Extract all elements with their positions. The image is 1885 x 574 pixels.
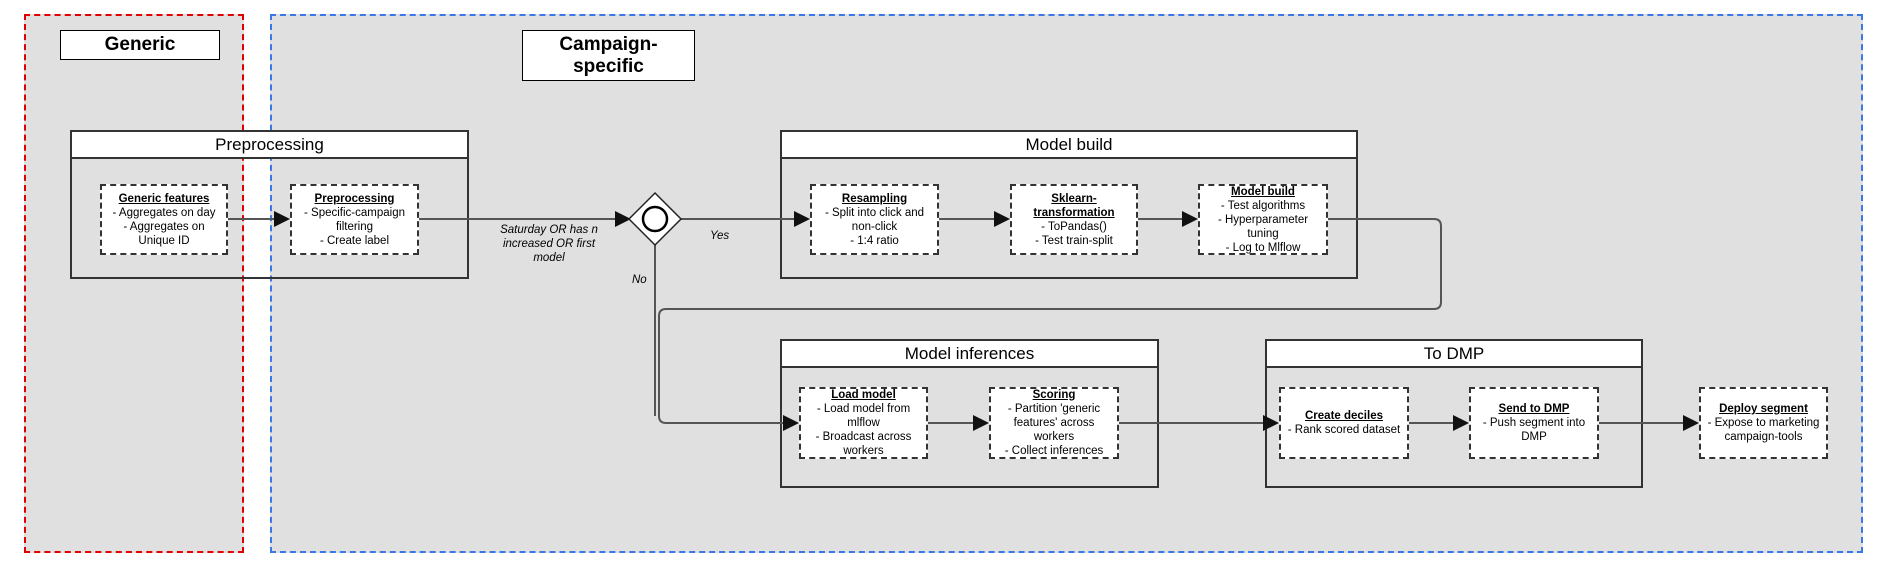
generic-zone-label: Generic bbox=[60, 30, 220, 60]
task-title: Generic features bbox=[118, 192, 210, 205]
container-title: Model inferences bbox=[782, 341, 1157, 368]
gateway-condition-label: Saturday OR has n increased OR first mod… bbox=[500, 224, 598, 264]
task-line: - 1:4 ratio bbox=[850, 234, 899, 247]
task-title: Resampling bbox=[841, 192, 908, 205]
container-title: Model build bbox=[782, 132, 1356, 159]
task-line: - Create label bbox=[319, 234, 390, 247]
yes-label: Yes bbox=[710, 230, 730, 242]
task-create-deciles[interactable]: Create deciles - Rank scored dataset bbox=[1279, 387, 1409, 459]
task-line: - Log to Mlflow bbox=[1225, 241, 1301, 254]
task-title: Model build bbox=[1231, 185, 1295, 198]
campaign-zone-label: Campaign-specific bbox=[522, 30, 695, 81]
task-title: Load model bbox=[831, 389, 896, 401]
edge-modelbuild-to-loadmodel bbox=[658, 218, 1442, 431]
task-line: - Test algorithms bbox=[1220, 199, 1306, 212]
task-send-to-dmp[interactable]: Send to DMP - Push segment into DMP bbox=[1469, 387, 1599, 459]
model-inferences-container: Model inferences bbox=[780, 339, 1159, 488]
task-title: Scoring bbox=[1032, 389, 1076, 401]
task-line: - Test train-split bbox=[1035, 234, 1113, 247]
task-line: - Load model from mlflow bbox=[816, 403, 911, 429]
task-title: Preprocessing bbox=[314, 192, 395, 205]
task-line: - Aggregates on day bbox=[112, 206, 216, 219]
no-label: No bbox=[632, 274, 647, 286]
task-model-build[interactable]: Model build- Test algorithms- Hyperparam… bbox=[1198, 184, 1328, 255]
task-resampling[interactable]: Resampling- Split into click and non-cli… bbox=[810, 184, 939, 255]
task-line: - ToPandas() bbox=[1041, 220, 1107, 233]
task-line: - Expose to marketing campaign-tools bbox=[1707, 417, 1820, 443]
task-line: - Partition 'generic features' across wo… bbox=[1007, 403, 1101, 443]
task-title: Create deciles bbox=[1305, 410, 1383, 422]
task-line: - Rank scored dataset bbox=[1287, 424, 1401, 436]
task-line: - Split into click and non-click bbox=[824, 206, 925, 233]
task-scoring[interactable]: Scoring - Partition 'generic features' ac… bbox=[989, 387, 1119, 459]
task-title: Sklearn-transformation bbox=[1033, 192, 1115, 219]
task-line: - Specific-campaign filtering bbox=[304, 206, 405, 233]
campaign-specific-zone bbox=[270, 14, 1863, 553]
task-line: - Broadcast across workers bbox=[815, 431, 912, 457]
task-generic-features[interactable]: Generic features- Aggregates on day- Agg… bbox=[100, 184, 228, 255]
task-preprocessing[interactable]: Preprocessing- Specific-campaign filteri… bbox=[290, 184, 419, 255]
task-title: Deploy segment bbox=[1719, 403, 1808, 415]
task-line: - Collect inferences bbox=[1004, 445, 1104, 457]
task-title: Send to DMP bbox=[1498, 403, 1570, 415]
container-title: Preprocessing bbox=[72, 132, 467, 159]
task-line: - Aggregates on Unique ID bbox=[123, 220, 205, 247]
preprocessing-container: Preprocessing bbox=[70, 130, 469, 279]
generic-zone bbox=[24, 14, 244, 553]
model-build-container: Model build bbox=[780, 130, 1358, 279]
gateway-circle-icon bbox=[641, 205, 669, 233]
task-line: - Hyperparameter tuning bbox=[1217, 213, 1309, 240]
container-title: To DMP bbox=[1267, 341, 1641, 368]
to-dmp-container: To DMP bbox=[1265, 339, 1643, 488]
task-load-model[interactable]: Load model - Load model from mlflow- Broa… bbox=[799, 387, 928, 459]
gateway bbox=[627, 191, 683, 247]
task-deploy-segment[interactable]: Deploy segment - Expose to marketing camp… bbox=[1699, 387, 1828, 459]
task-line: - Push segment into DMP bbox=[1482, 417, 1586, 443]
task-sklearn-transformation[interactable]: Sklearn-transformation- ToPandas()- Test… bbox=[1010, 184, 1138, 255]
